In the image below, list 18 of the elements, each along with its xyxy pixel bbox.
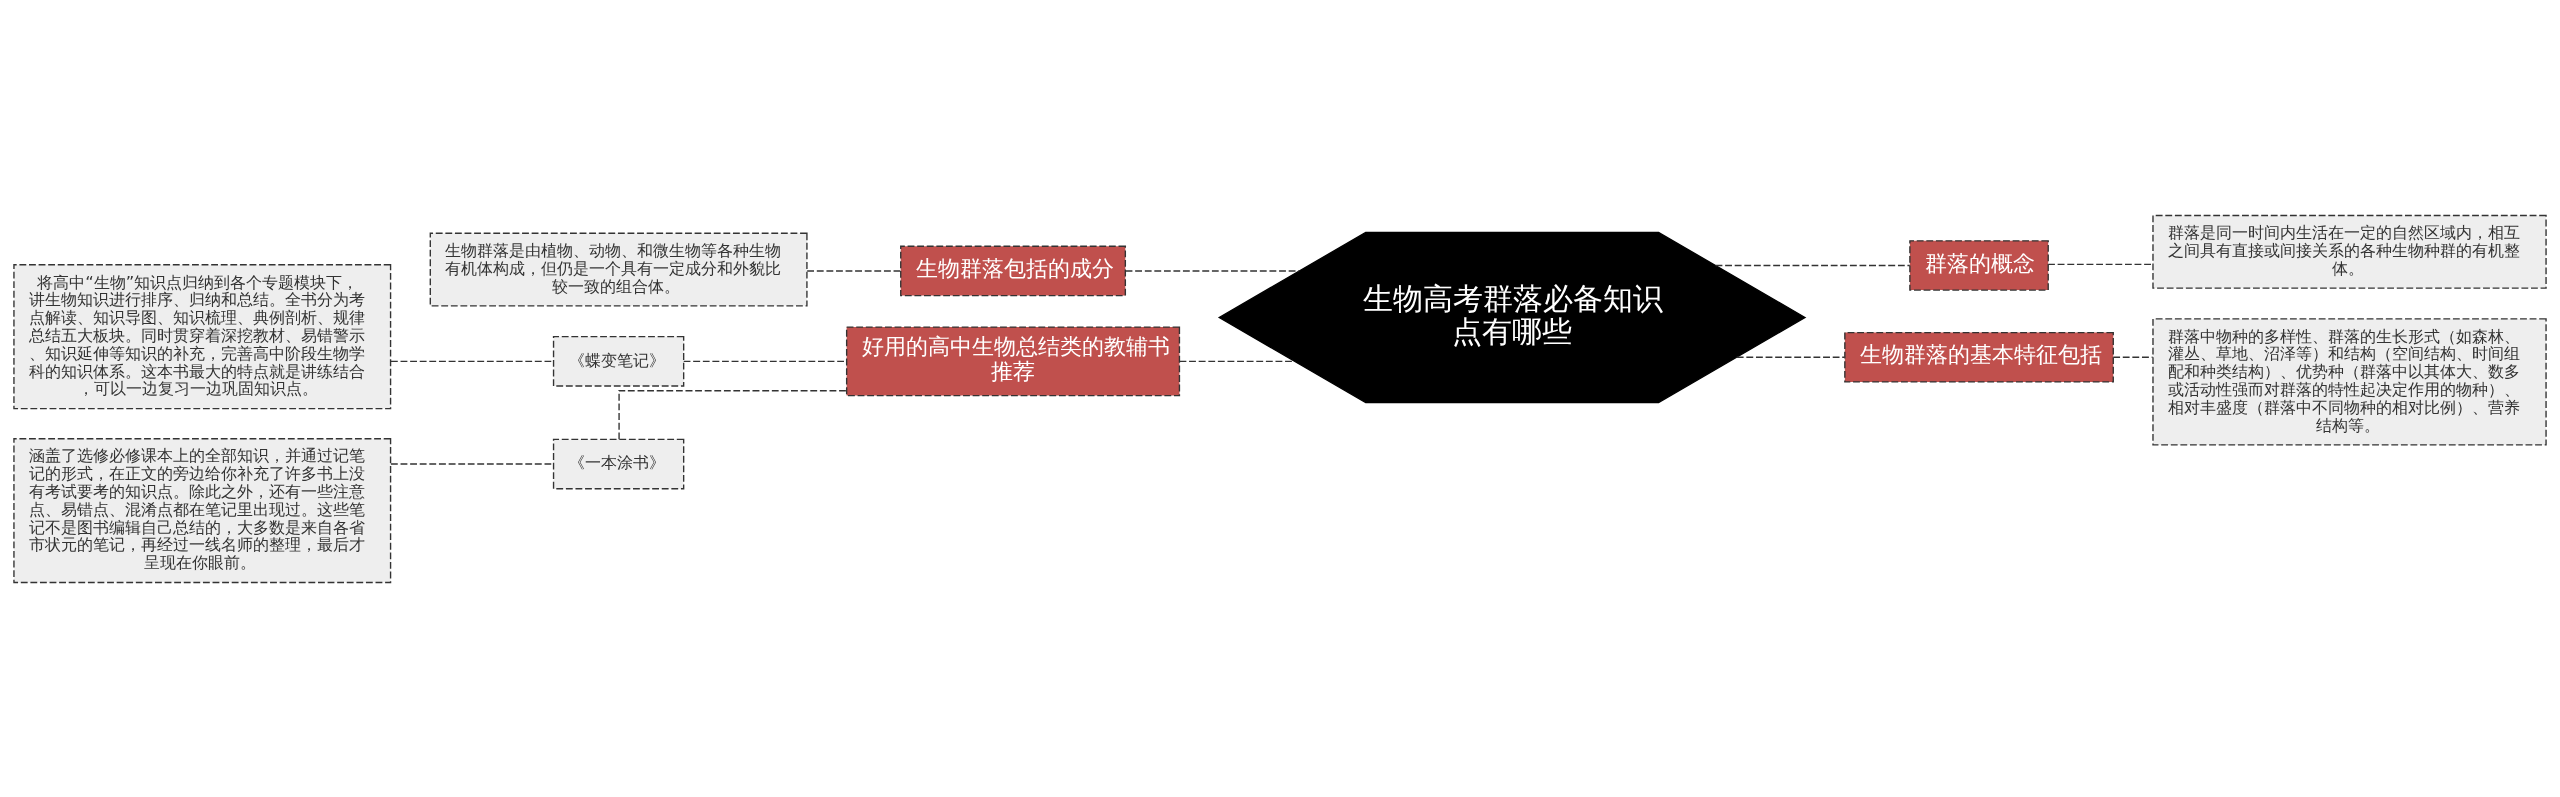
node-box: 涵盖了选修必修课本上的全部知识，并通过记笔记的形式，在正文的旁边给你补充了许多书上没有考试要考的知识点。除此之外，还有一些注意点、易错点、混淆点都在笔记里出现过。这些笔记不是图书编辑自己总结的，大多数是来自各省市状元的笔记，再经过一线名师的整理，最后才呈现在你眼前。 [13,437,392,583]
connector [2112,356,2154,358]
node-box: 群落的概念 [1909,239,2049,291]
connector [618,389,848,440]
connector [806,269,902,272]
node-box: 群落是同一时间内生活在一定的自然区域内，相互之间具有直接或间接关系的各种生物种群的有机整体。 [2152,214,2547,289]
node-box: 《蝶变笔记》 [552,335,685,387]
node-box: 《一本涂书》 [552,438,685,489]
node-box: 生物群落包括的成分 [900,245,1127,296]
connector [1125,269,1300,272]
node-box: 好用的高中生物总结类的教辅书推荐 [845,325,1181,396]
node-box: 群落中物种的多样性、群落的生长形式（如森林、灌丛、草地、沼泽等）和结构（空间结构、时间组配和种类结构）、优势种（群落中以其体大、数多或活动性强而对群落的特性起决定作用的物种）、相对丰盛度（群落中不同物种的相对比例）、营养结构等。 [2152,317,2547,446]
node-box: 生物群落是由植物、动物、和微生物等各种生物有机体构成，但仍是一个具有一定成分和外貌比较一致的组合体。 [429,232,808,307]
connector [2047,263,2154,265]
node-box: 将高中“生物”知识点归纳到各个专题模块下，讲生物知识进行排序、归纳和总结。全书分为考点解读、知识导图、知识梳理、典例剖析、规律总结五大板块。同时贯穿着深挖教材、易错警示、知识延伸等知识的补充，完善高中阶段生物学科的知识体系。这本书最大的特点就是讲练结合，可以一边复习一边巩固知识点。 [13,263,392,409]
connector [1714,264,1911,266]
connector [1736,356,1846,358]
node-box: 生物群落的基本特征包括 [1844,331,2114,383]
